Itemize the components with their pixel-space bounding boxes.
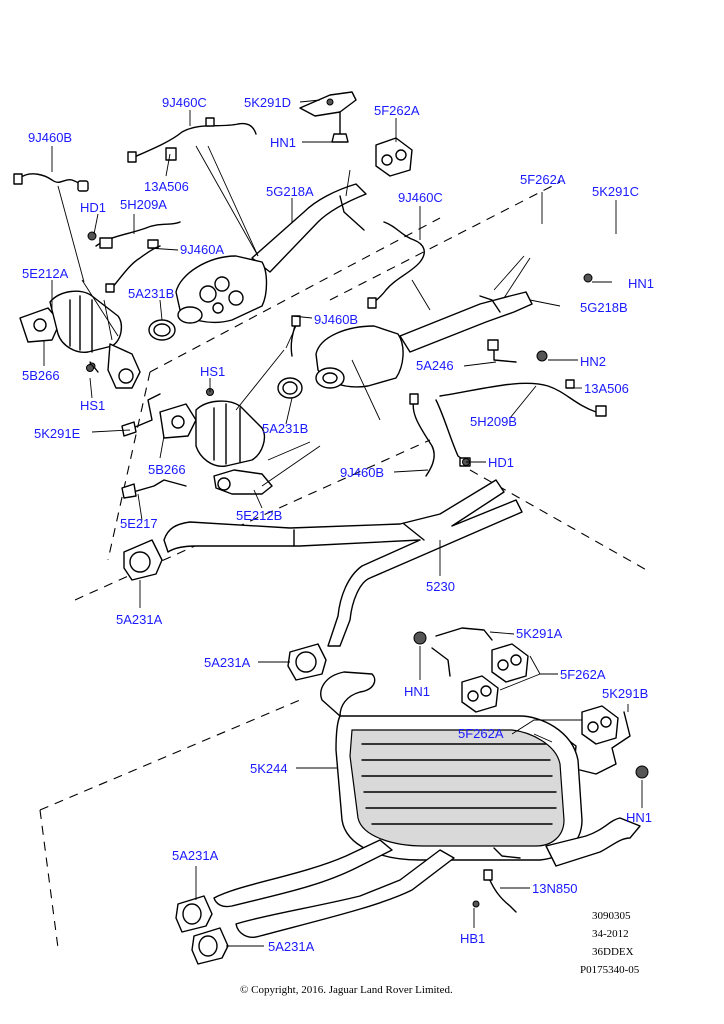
hanger-5k291a <box>413 627 493 677</box>
label-5f262a-lower: 5F262A <box>458 726 504 741</box>
oxygen-sensor-9j460b-center <box>290 315 301 357</box>
reference-block: 3090305 34-2012 36DDEX P0175340-05 <box>580 910 640 976</box>
label-5k291d: 5K291D <box>244 95 291 110</box>
clamp-5a231a-center <box>287 643 327 681</box>
label-9j460a: 9J460A <box>180 242 224 257</box>
label-5e217: 5E217 <box>120 516 158 531</box>
label-5a231a-left: 5A231A <box>116 612 163 627</box>
clamp-5a231b-center <box>277 377 303 399</box>
label-hn1-right-top: HN1 <box>628 276 654 291</box>
label-5f262a-top: 5F262A <box>374 103 420 118</box>
label-5a231a-lower-upper: 5A231A <box>172 848 219 863</box>
label-5f262a-right-top: 5F262A <box>520 172 566 187</box>
label-hd1-lower: HD1 <box>488 455 514 470</box>
section-dashed-lines <box>39 181 651 949</box>
catalytic-converter-right-bank <box>159 400 273 495</box>
label-5a231b-left: 5A231B <box>128 286 174 301</box>
label-hs1-center: HS1 <box>200 364 225 379</box>
front-pipe-5g218a <box>175 183 367 324</box>
label-hb1: HB1 <box>460 931 485 946</box>
reference-line-1: 3090305 <box>592 910 631 922</box>
label-13n850: 13N850 <box>532 881 578 896</box>
label-5k291b: 5K291B <box>602 686 648 701</box>
label-hn2: HN2 <box>580 354 606 369</box>
label-5b266-center: 5B266 <box>148 462 186 477</box>
front-pipe-5g218b <box>315 291 533 389</box>
reference-line-2: 34-2012 <box>592 928 629 940</box>
label-5h209b: 5H209B <box>470 414 517 429</box>
hanger-5k291b <box>579 711 649 779</box>
rear-silencer-5k244 <box>213 671 641 938</box>
clamp-5a231b-left <box>148 319 176 341</box>
label-9j460c-top: 9J460C <box>162 95 207 110</box>
oxygen-sensor-9j460c-top <box>127 117 257 163</box>
label-5g218a: 5G218A <box>266 184 314 199</box>
bracket-5e217 <box>121 479 187 499</box>
reference-line-4: P0175340-05 <box>580 964 640 976</box>
rubber-isolators-5f262a-center <box>461 643 529 713</box>
label-9j460b-left: 9J460B <box>28 130 72 145</box>
label-5f262a-center: 5F262A <box>560 667 606 682</box>
label-hn1-lower-right: HN1 <box>626 810 652 825</box>
label-5a231a-lower-lower: 5A231A <box>268 939 315 954</box>
oxygen-sensor-9j460b-left <box>13 173 89 192</box>
clamp-5a231a-lower-lower <box>191 927 229 965</box>
label-hd1-left: HD1 <box>80 200 106 215</box>
label-9j460c-right: 9J460C <box>398 190 443 205</box>
label-5k291a: 5K291A <box>516 626 563 641</box>
label-5k291e: 5K291E <box>34 426 81 441</box>
label-5k291c: 5K291C <box>592 184 639 199</box>
harness-5h209b <box>439 339 607 417</box>
intermediate-pipe-5230 <box>163 479 523 647</box>
sensor-13n850 <box>472 869 517 913</box>
label-13a506-right: 13A506 <box>584 381 629 396</box>
oxygen-sensor-9j460c-right <box>367 221 425 309</box>
clamp-5a231a-lower-upper <box>175 895 213 933</box>
label-5a231a-center: 5A231A <box>204 655 251 670</box>
label-5a246: 5A246 <box>416 358 454 373</box>
label-5e212b: 5E212B <box>236 508 282 523</box>
label-13a506-top: 13A506 <box>144 179 189 194</box>
bracket-5k291e <box>121 393 161 437</box>
reference-line-3: 36DDEX <box>592 946 634 958</box>
copyright-notice: © Copyright, 2016. Jaguar Land Rover Lim… <box>240 984 453 996</box>
oxygen-sensor-9j460b-lower <box>409 393 471 477</box>
clamp-5a231a-left-upper <box>123 539 163 581</box>
label-hn1-top: HN1 <box>270 135 296 150</box>
label-hs1-left: HS1 <box>80 398 105 413</box>
label-5k244: 5K244 <box>250 761 288 776</box>
label-5a231b-center: 5A231B <box>262 421 308 436</box>
catalytic-converter-left-bank <box>19 290 141 389</box>
label-5e212a: 5E212A <box>22 266 69 281</box>
leader-lines <box>43 99 643 947</box>
label-hn1-center: HN1 <box>404 684 430 699</box>
label-9j460b-lower: 9J460B <box>340 465 384 480</box>
harness-5h209a <box>95 221 181 249</box>
mounting-bracket-5k291d <box>299 91 357 143</box>
label-9j460b-center: 9J460B <box>314 312 358 327</box>
label-5b266-left: 5B266 <box>22 368 60 383</box>
label-5230: 5230 <box>426 579 455 594</box>
label-5g218b: 5G218B <box>580 300 628 315</box>
label-5h209a: 5H209A <box>120 197 167 212</box>
rubber-isolator-5f262a-top <box>375 137 413 177</box>
callout-labels: 9J460C 5K291D 5F262A HN1 9J460B 13A506 5… <box>22 95 654 954</box>
